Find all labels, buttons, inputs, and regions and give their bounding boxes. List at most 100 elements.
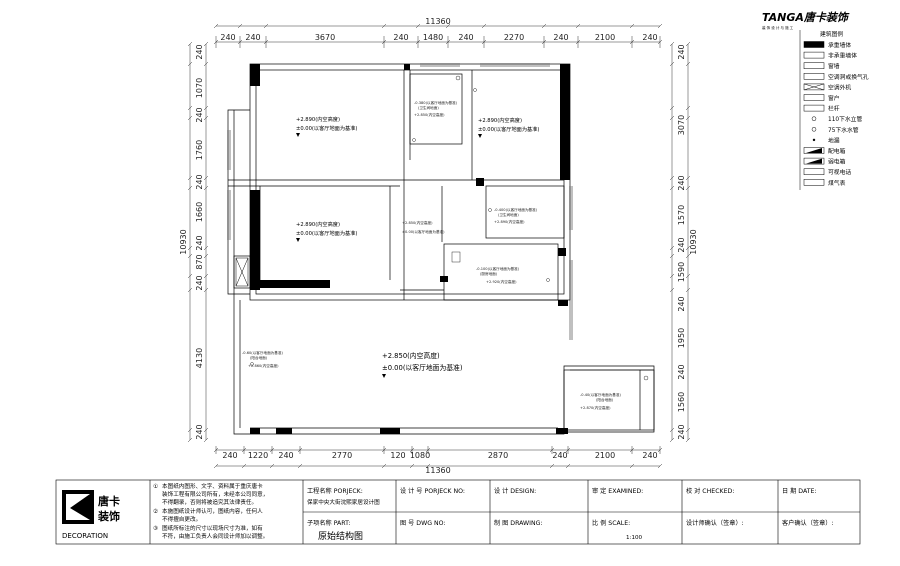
dimension-label: 240 bbox=[195, 424, 204, 439]
svg-text:(卫生间地面): (卫生间地面) bbox=[498, 212, 519, 217]
balcony-left-label: -0.60(以客厅地面为基准) (阳台地面) +2.860(内空高度) bbox=[242, 350, 283, 368]
dimension-label: 3070 bbox=[677, 115, 686, 135]
legend-item-label: 地漏 bbox=[828, 136, 840, 144]
svg-text:(卫生间地面): (卫生间地面) bbox=[418, 105, 439, 110]
date-label: 日 期 DATE: bbox=[782, 487, 817, 495]
svg-text:+2.920(内空高度): +2.920(内空高度) bbox=[486, 279, 517, 284]
dimension-label: 4130 bbox=[195, 348, 204, 368]
project-value: 保家中央大街沈熙家居设计图 bbox=[307, 498, 380, 506]
dimension-label: 240 bbox=[393, 33, 408, 42]
svg-text:(阳台地面): (阳台地面) bbox=[250, 355, 268, 360]
vent-hole-icon bbox=[803, 73, 825, 80]
note-bullet: ③ bbox=[153, 525, 158, 532]
svg-text:-0.380(以客厅地面为基准): -0.380(以客厅地面为基准) bbox=[414, 100, 458, 105]
dimension-label: 240 bbox=[195, 235, 204, 250]
title-block bbox=[55, 479, 861, 545]
legend-item-label: 空调洞或换气孔 bbox=[828, 73, 869, 81]
corridor-label: +2.850(内空高度) ±0.00(以客厅地面为基准) bbox=[402, 220, 445, 234]
note-line: 本图纸内图形、文字、资料属于重庆唐卡 bbox=[162, 482, 263, 490]
dimension-label: 240 bbox=[458, 33, 473, 42]
legend-item: 栏杆 bbox=[803, 104, 840, 113]
solid-black-wall-icon bbox=[803, 41, 825, 48]
legend-item: 空调洞或换气孔 bbox=[803, 73, 869, 81]
pipe-110-icon bbox=[804, 115, 824, 122]
dimension-label: 1590 bbox=[677, 262, 686, 282]
bottom-total-dimension: 11360 bbox=[425, 466, 450, 475]
dimension-label: 1950 bbox=[677, 328, 686, 348]
weak-current-box-icon bbox=[803, 157, 825, 165]
dwg-label: 图 号 DWG NO: bbox=[400, 520, 445, 527]
load-bearing-walls bbox=[250, 64, 570, 434]
dimension-label: 240 bbox=[195, 44, 204, 59]
legend-item-label: 栏杆 bbox=[828, 105, 840, 113]
distribution-box-icon bbox=[803, 147, 825, 154]
legend-item: 地漏 bbox=[804, 136, 840, 144]
legend-item: 可视电话 bbox=[803, 168, 851, 176]
scale-label: 比 例 SCALE: bbox=[592, 519, 630, 527]
railing-icon bbox=[803, 104, 825, 112]
client-confirm-label: 客户确认（签章）: bbox=[782, 519, 834, 527]
svg-text:+2.860(内空高度): +2.860(内空高度) bbox=[248, 363, 279, 368]
dimension-ticks bbox=[187, 23, 691, 469]
legend-item-label: 非承重墙体 bbox=[828, 52, 857, 60]
ac-unit-icon bbox=[235, 257, 249, 287]
windows bbox=[227, 63, 654, 371]
right-total-dimension: 10930 bbox=[689, 229, 698, 254]
legend-item: 煤气表 bbox=[803, 179, 846, 187]
top-total-dimension: 11360 bbox=[425, 17, 450, 26]
note-line: 装饰工程有限公司所有，未经本公司同意， bbox=[162, 490, 268, 498]
svg-text:+2.850(内空高度): +2.850(内空高度) bbox=[402, 220, 433, 225]
note-line: 不符，由施工负责人会同设计师加以调整。 bbox=[162, 532, 268, 540]
checked-label: 校 对 CHECKED: bbox=[686, 487, 734, 495]
dimension-label: 120 bbox=[390, 451, 405, 460]
floor-drain-icon bbox=[804, 136, 824, 143]
legend-item-label: 可视电话 bbox=[828, 168, 851, 176]
design-no-label: 设 计 号 PORJECK NO: bbox=[400, 487, 465, 495]
svg-text:-0.400(以客厅地面为基准): -0.400(以客厅地面为基准) bbox=[494, 207, 538, 212]
legend-item: 空调外机 bbox=[803, 83, 851, 91]
svg-text:+2.890(内空高度): +2.890(内空高度) bbox=[478, 116, 522, 124]
company-logo-block: 唐卡 装饰 DECORATION bbox=[62, 490, 120, 540]
dimension-label: 1220 bbox=[248, 451, 268, 460]
dimension-label: 240 bbox=[220, 33, 235, 42]
pipe-75-icon bbox=[804, 126, 824, 133]
left-total-dimension: 10930 bbox=[179, 229, 188, 254]
design-label: 设 计 DESIGN: bbox=[494, 487, 536, 495]
dimension-label: 240 bbox=[677, 364, 686, 379]
svg-text:+2.850(内空高度): +2.850(内空高度) bbox=[382, 351, 440, 360]
legend-items: 承重墙体非承重墙体窗墙空调洞或换气孔空调外机窗户栏杆110下水立管75下水水管地… bbox=[803, 41, 869, 187]
window-wall-icon bbox=[803, 62, 825, 69]
legend-item-label: 配电箱 bbox=[828, 147, 846, 155]
legend-item: 窗墙 bbox=[803, 62, 840, 70]
dimension-label: 240 bbox=[222, 451, 237, 460]
note-line: 不得翻录，否则将被追究其法律责任。 bbox=[162, 498, 257, 506]
part-label: 子项名称 PART: bbox=[307, 519, 350, 527]
dimension-label: 3670 bbox=[315, 33, 335, 42]
legend-title: 建筑图例 bbox=[820, 30, 843, 38]
svg-text:+2.850(内空高度): +2.850(内空高度) bbox=[414, 112, 445, 117]
dimension-label: 1570 bbox=[677, 205, 686, 225]
project-label: 工程名称 PORJECK: bbox=[307, 487, 363, 495]
dimension-label: 2270 bbox=[504, 33, 524, 42]
svg-text:±0.00(以客厅地面为基准): ±0.00(以客厅地面为基准) bbox=[296, 124, 357, 132]
dimension-label: 240 bbox=[677, 44, 686, 59]
dimension-label: 240 bbox=[195, 275, 204, 290]
header-tagline: 装 饰 设 计 与 施 工 bbox=[762, 25, 794, 30]
dimension-label: 240 bbox=[677, 424, 686, 439]
non-bearing-walls bbox=[227, 63, 655, 435]
part-value: 原始结构图 bbox=[318, 530, 363, 542]
note-line: 图纸所标注的尺寸以现场尺寸为准，如有 bbox=[162, 524, 263, 532]
bathroom-top-label: -0.380(以客厅地面为基准) (卫生间地面) +2.850(内空高度) bbox=[414, 100, 458, 117]
dimension-label: 240 bbox=[677, 296, 686, 311]
svg-text:±0.00(以客厅地面为基准): ±0.00(以客厅地面为基准) bbox=[296, 229, 357, 237]
legend-item-label: 空调外机 bbox=[828, 83, 851, 91]
svg-text:±0.00(以客厅地面为基准): ±0.00(以客厅地面为基准) bbox=[402, 229, 445, 234]
note-line: 不得擅自更改。 bbox=[162, 515, 201, 523]
dimension-label: 1760 bbox=[195, 140, 204, 160]
legend-item-label: 窗墙 bbox=[828, 62, 840, 70]
legend-item: 非承重墙体 bbox=[803, 52, 857, 60]
dimension-label: 240 bbox=[642, 33, 657, 42]
legend-item: 配电箱 bbox=[803, 147, 846, 155]
note-bullet: ① bbox=[153, 483, 158, 490]
room-label-bedroom-right: +2.890(内空高度) ±0.00(以客厅地面为基准) bbox=[478, 116, 539, 138]
